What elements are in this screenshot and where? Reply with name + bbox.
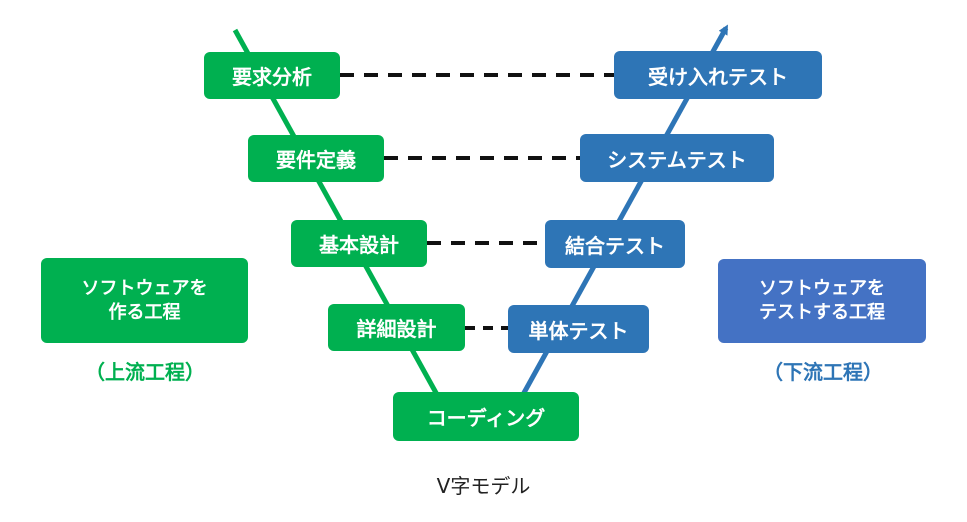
step-requirements-analysis: 要求分析 [204, 52, 340, 99]
downstream-line-1: ソフトウェアを [759, 278, 885, 299]
upstream-line-2: 作る工程 [108, 301, 181, 323]
downstream-line-2: テストする工程 [759, 302, 885, 323]
step-label: 結合テスト [565, 233, 665, 258]
upstream-label: （上流工程） [85, 360, 205, 384]
diagram-caption: V字モデル [436, 474, 531, 498]
step-requirements-definition: 要件定義 [248, 135, 384, 182]
downstream-description-box: ソフトウェアを テストする工程 [718, 259, 926, 343]
upstream-description-box: ソフトウェアを 作る工程 [41, 258, 248, 343]
step-system-test: システムテスト [580, 134, 774, 182]
downstream-label: （下流工程） [763, 360, 883, 384]
step-label: 要件定義 [276, 148, 356, 172]
step-label: 単体テスト [528, 318, 629, 343]
step-label: 基本設計 [319, 233, 399, 257]
step-label: 詳細設計 [356, 317, 437, 341]
step-label: システムテスト [607, 147, 747, 172]
upstream-line-1: ソフトウェアを [81, 277, 208, 299]
step-integration-test: 結合テスト [545, 220, 685, 268]
step-label: コーディング [426, 406, 546, 430]
step-label: 受け入れテスト [648, 64, 788, 89]
step-coding: コーディング [393, 392, 579, 441]
step-unit-test: 単体テスト [508, 305, 649, 353]
step-basic-design: 基本設計 [291, 220, 427, 267]
step-label: 要求分析 [232, 65, 312, 89]
step-detailed-design: 詳細設計 [328, 304, 465, 351]
step-acceptance-test: 受け入れテスト [614, 51, 822, 99]
